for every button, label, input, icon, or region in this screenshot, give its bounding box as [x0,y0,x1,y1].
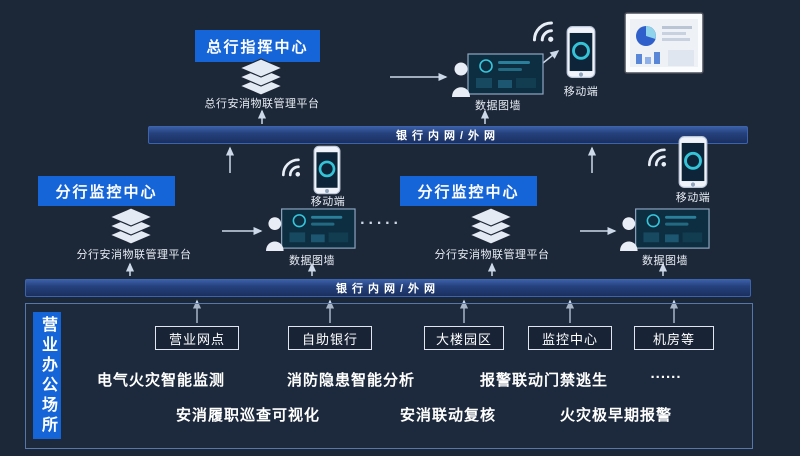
branch-left-badge: 分行监控中心 [38,176,175,206]
branch-left-data-wall-screen [266,208,356,258]
head-office-data-wall-screen [452,53,544,104]
mobile-phone-icon [678,134,708,195]
wifi-icon [268,144,317,193]
branch-left-mobile-label: 移动端 [310,196,346,208]
branch-right-data-wall-screen [620,208,710,258]
branch-right-platform-label: 分行安消物联管理平台 [434,249,550,261]
mobile-phone-icon [566,23,596,86]
branch-left-platform-label: 分行安消物联管理平台 [76,249,192,261]
feature-electrical-fire-monitoring: 电气火灾智能监测 [96,372,225,389]
wifi-icon [634,134,683,183]
branch-left-platform-stack-icon [108,206,154,251]
feature-early-fire-alarm: 火灾极早期报警 [559,407,672,424]
location-box-monitor-center: 监控中心 [528,326,612,350]
location-box-building-campus: 大楼园区 [424,326,504,350]
branch-right-mobile-label: 移动端 [675,192,711,204]
location-box-equipment-room: 机房等 [634,326,714,350]
branch-left-data-wall-label: 数据图墙 [289,255,335,267]
mobile-phone-icon [313,144,341,201]
wifi-icon [517,5,571,59]
branch-right-platform-stack-icon [468,206,514,251]
network-bar-bottom: 银行内网/外网 [25,279,751,297]
head-office-platform-stack-icon [238,57,284,102]
location-box-self-service-bank: 自助银行 [288,326,372,350]
branch-ellipsis: ····· [360,215,402,232]
feature-ellipsis: ...... [650,365,682,382]
premises-panel [25,303,753,449]
head-office-mobile-label: 移动端 [563,86,599,98]
head-office-data-wall-label: 数据图墙 [475,100,521,112]
network-bar-top: 银行内网/外网 [148,126,748,144]
dashboard-tablet-icon [624,12,704,79]
feature-fire-hazard-analysis: 消防隐患智能分析 [286,372,415,389]
head-office-command-center-badge: 总行指挥中心 [195,30,320,62]
branch-right-badge: 分行监控中心 [400,176,537,206]
location-box-business-outlet: 营业网点 [155,326,239,350]
premises-side-tab: 营业办公场所 [33,312,61,439]
head-office-platform-label: 总行安消物联管理平台 [204,98,320,110]
feature-alarm-linkage-escape: 报警联动门禁逃生 [479,372,608,389]
feature-linkage-review: 安消联动复核 [399,407,496,424]
feature-duty-inspection-visualization: 安消履职巡查可视化 [175,407,320,424]
branch-right-data-wall-label: 数据图墙 [642,255,688,267]
